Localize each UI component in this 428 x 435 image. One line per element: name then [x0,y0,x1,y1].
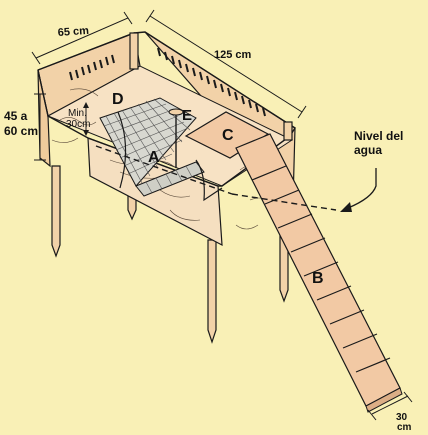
pole-e-top [168,108,184,116]
label-width: 65 cm [57,25,89,39]
leg-front-left [51,165,61,258]
label-min-2: 30cm [66,119,90,130]
label-part-c: C [222,127,234,144]
label-part-a: A [148,149,160,166]
water-level-pointer [347,168,377,209]
mesh-panel [99,97,197,187]
min-dim-arrow-top [83,102,89,108]
dim-ramp-tick-left [367,409,377,421]
label-water-level-1: Nivel del [354,129,403,143]
dim-length-tick-right [297,105,307,119]
dim-ramp-width-line [371,395,409,415]
basin-curve-left [117,111,127,189]
vent-slots-back [157,47,266,117]
dim-length-line [149,15,303,113]
water-line-outer [231,193,337,211]
post-back-right [283,121,293,141]
basin-curve-right [195,159,223,202]
corner-posts [129,32,293,141]
water-line-inner [95,145,233,195]
label-min-1: Min. [68,108,87,119]
label-height-1: 45 a [4,109,28,123]
label-part-d: D [112,91,124,108]
dim-width-line [35,17,129,59]
ramp-edge [365,387,403,413]
water-level-arrowhead [340,202,352,212]
min-dim-arrow-bottom [83,130,89,136]
dim-width-tick-right [123,11,133,25]
ramp-b [235,133,403,413]
label-height-2: 60 cm [4,124,38,138]
dim-length-tick-left [145,9,155,23]
label-ramp-width-1: 30 [396,412,408,423]
label-water-level-2: agua [354,143,382,157]
label-part-b: B [312,270,324,287]
dim-width-tick-left [31,51,41,65]
vent-slots-left [69,54,115,81]
label-length: 125 cm [214,49,252,61]
mesh-grid [99,97,205,197]
dim-ramp-tick-right [403,391,413,403]
leg-front-right [207,239,217,344]
label-part-e: E [182,107,192,124]
label-ramp-width-2: cm [397,422,412,433]
post-back-left [129,32,139,70]
